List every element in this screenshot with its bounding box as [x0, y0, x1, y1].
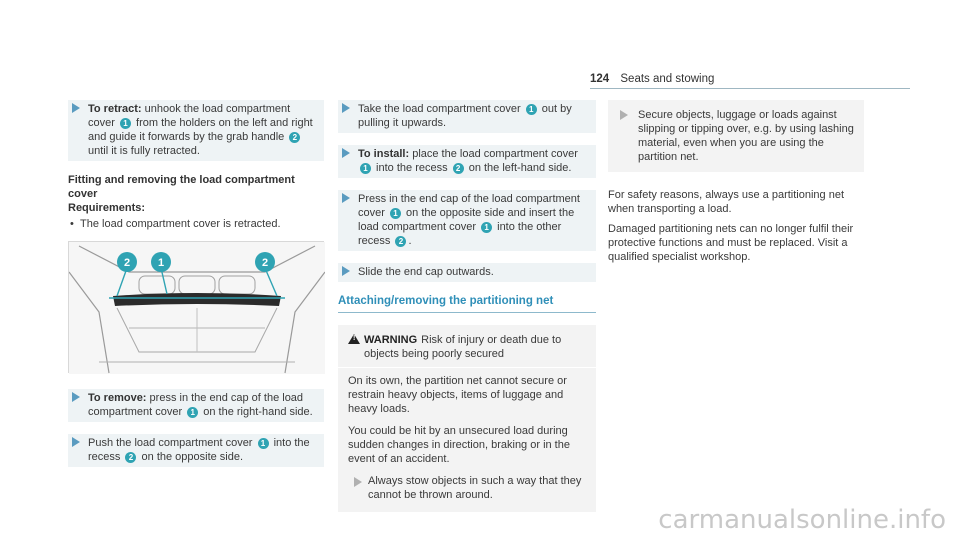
- step-arrow-icon: [72, 103, 80, 113]
- figure-callout-1: [151, 252, 171, 272]
- step-arrow-icon: [620, 110, 628, 120]
- warning-title: Risk of injury or death due to objects b…: [364, 334, 562, 360]
- figure-callout-2-right: [255, 252, 275, 272]
- callout-1: 1: [187, 407, 199, 418]
- column-2: Take the load compartment cover 1 out by…: [338, 100, 596, 512]
- step-arrow-icon: [72, 437, 80, 447]
- callout-1: 1: [360, 163, 371, 174]
- subsection-title: Fitting and removing the load compartmen…: [68, 174, 295, 200]
- load-compartment-illustration: 2 1 2: [68, 242, 326, 374]
- secure-objects-step: Secure objects, luggage or loads against…: [608, 100, 864, 172]
- step-slide: Slide the end cap outwards.: [338, 263, 596, 282]
- paragraph: Damaged partitioning nets can no longer …: [608, 223, 854, 263]
- step-push: Push the load compartment cover 1 into t…: [68, 434, 324, 467]
- step-label: To install:: [358, 148, 410, 160]
- warning-paragraph: You could be hit by an unsecured load du…: [348, 425, 570, 465]
- section-name: Seats and stowing: [620, 73, 715, 85]
- callout-1: 1: [525, 104, 537, 115]
- step-take-out: Take the load compartment cover 1 out by…: [338, 100, 596, 133]
- step-label: To remove:: [88, 392, 147, 404]
- load-compartment-figure: 2 1 2: [68, 241, 326, 374]
- watermark: carmanualsonline.info: [658, 505, 946, 533]
- warning-icon: [348, 334, 360, 344]
- step-arrow-icon: [72, 392, 80, 402]
- step-arrow-icon: [342, 266, 350, 276]
- warning-body: On its own, the partition net cannot sec…: [338, 368, 596, 512]
- section-title: Attaching/removing the partitioning net: [338, 294, 596, 313]
- warning-label: WARNING: [364, 334, 418, 346]
- step-arrow-icon: [342, 193, 350, 203]
- step-arrow-icon: [342, 103, 350, 113]
- requirements-title: Requirements:: [68, 202, 146, 214]
- step-press: Press in the end cap of the load compart…: [338, 190, 596, 251]
- callout-1: 1: [257, 438, 269, 449]
- step-arrow-icon: [354, 477, 362, 487]
- page-number: 124: [590, 73, 610, 85]
- step-label: To retract:: [88, 103, 142, 115]
- warning-action: Always stow objects in such a way that t…: [348, 474, 586, 502]
- step-remove: To remove: press in the end cap of the l…: [68, 389, 324, 422]
- figure-callout-2-left: [117, 252, 137, 272]
- callout-2: 2: [395, 236, 407, 247]
- page-header: 124 Seats and stowing: [590, 72, 910, 86]
- column-3: Secure objects, luggage or loads against…: [608, 100, 864, 270]
- callout-1: 1: [389, 208, 401, 219]
- callout-1: 1: [119, 118, 131, 129]
- header-rule: [590, 88, 910, 89]
- callout-2: 2: [125, 452, 137, 463]
- figure-callout-label: 2: [124, 257, 130, 269]
- callout-1: 1: [481, 222, 493, 233]
- figure-callout-label: 2: [262, 257, 268, 269]
- callout-2: 2: [289, 132, 301, 143]
- step-retract: To retract: unhook the load compartment …: [68, 100, 324, 161]
- figure-callout-label: 1: [158, 257, 164, 269]
- warning-paragraph: On its own, the partition net cannot sec…: [348, 375, 567, 415]
- requirement-item: The load compartment cover is retracted.: [68, 217, 324, 231]
- step-arrow-icon: [342, 148, 350, 158]
- column-1: To retract: unhook the load compartment …: [68, 100, 326, 479]
- paragraph: For safety reasons, always use a partiti…: [608, 189, 845, 215]
- step-install: To install: place the load compartment c…: [338, 145, 596, 178]
- callout-2: 2: [452, 163, 464, 174]
